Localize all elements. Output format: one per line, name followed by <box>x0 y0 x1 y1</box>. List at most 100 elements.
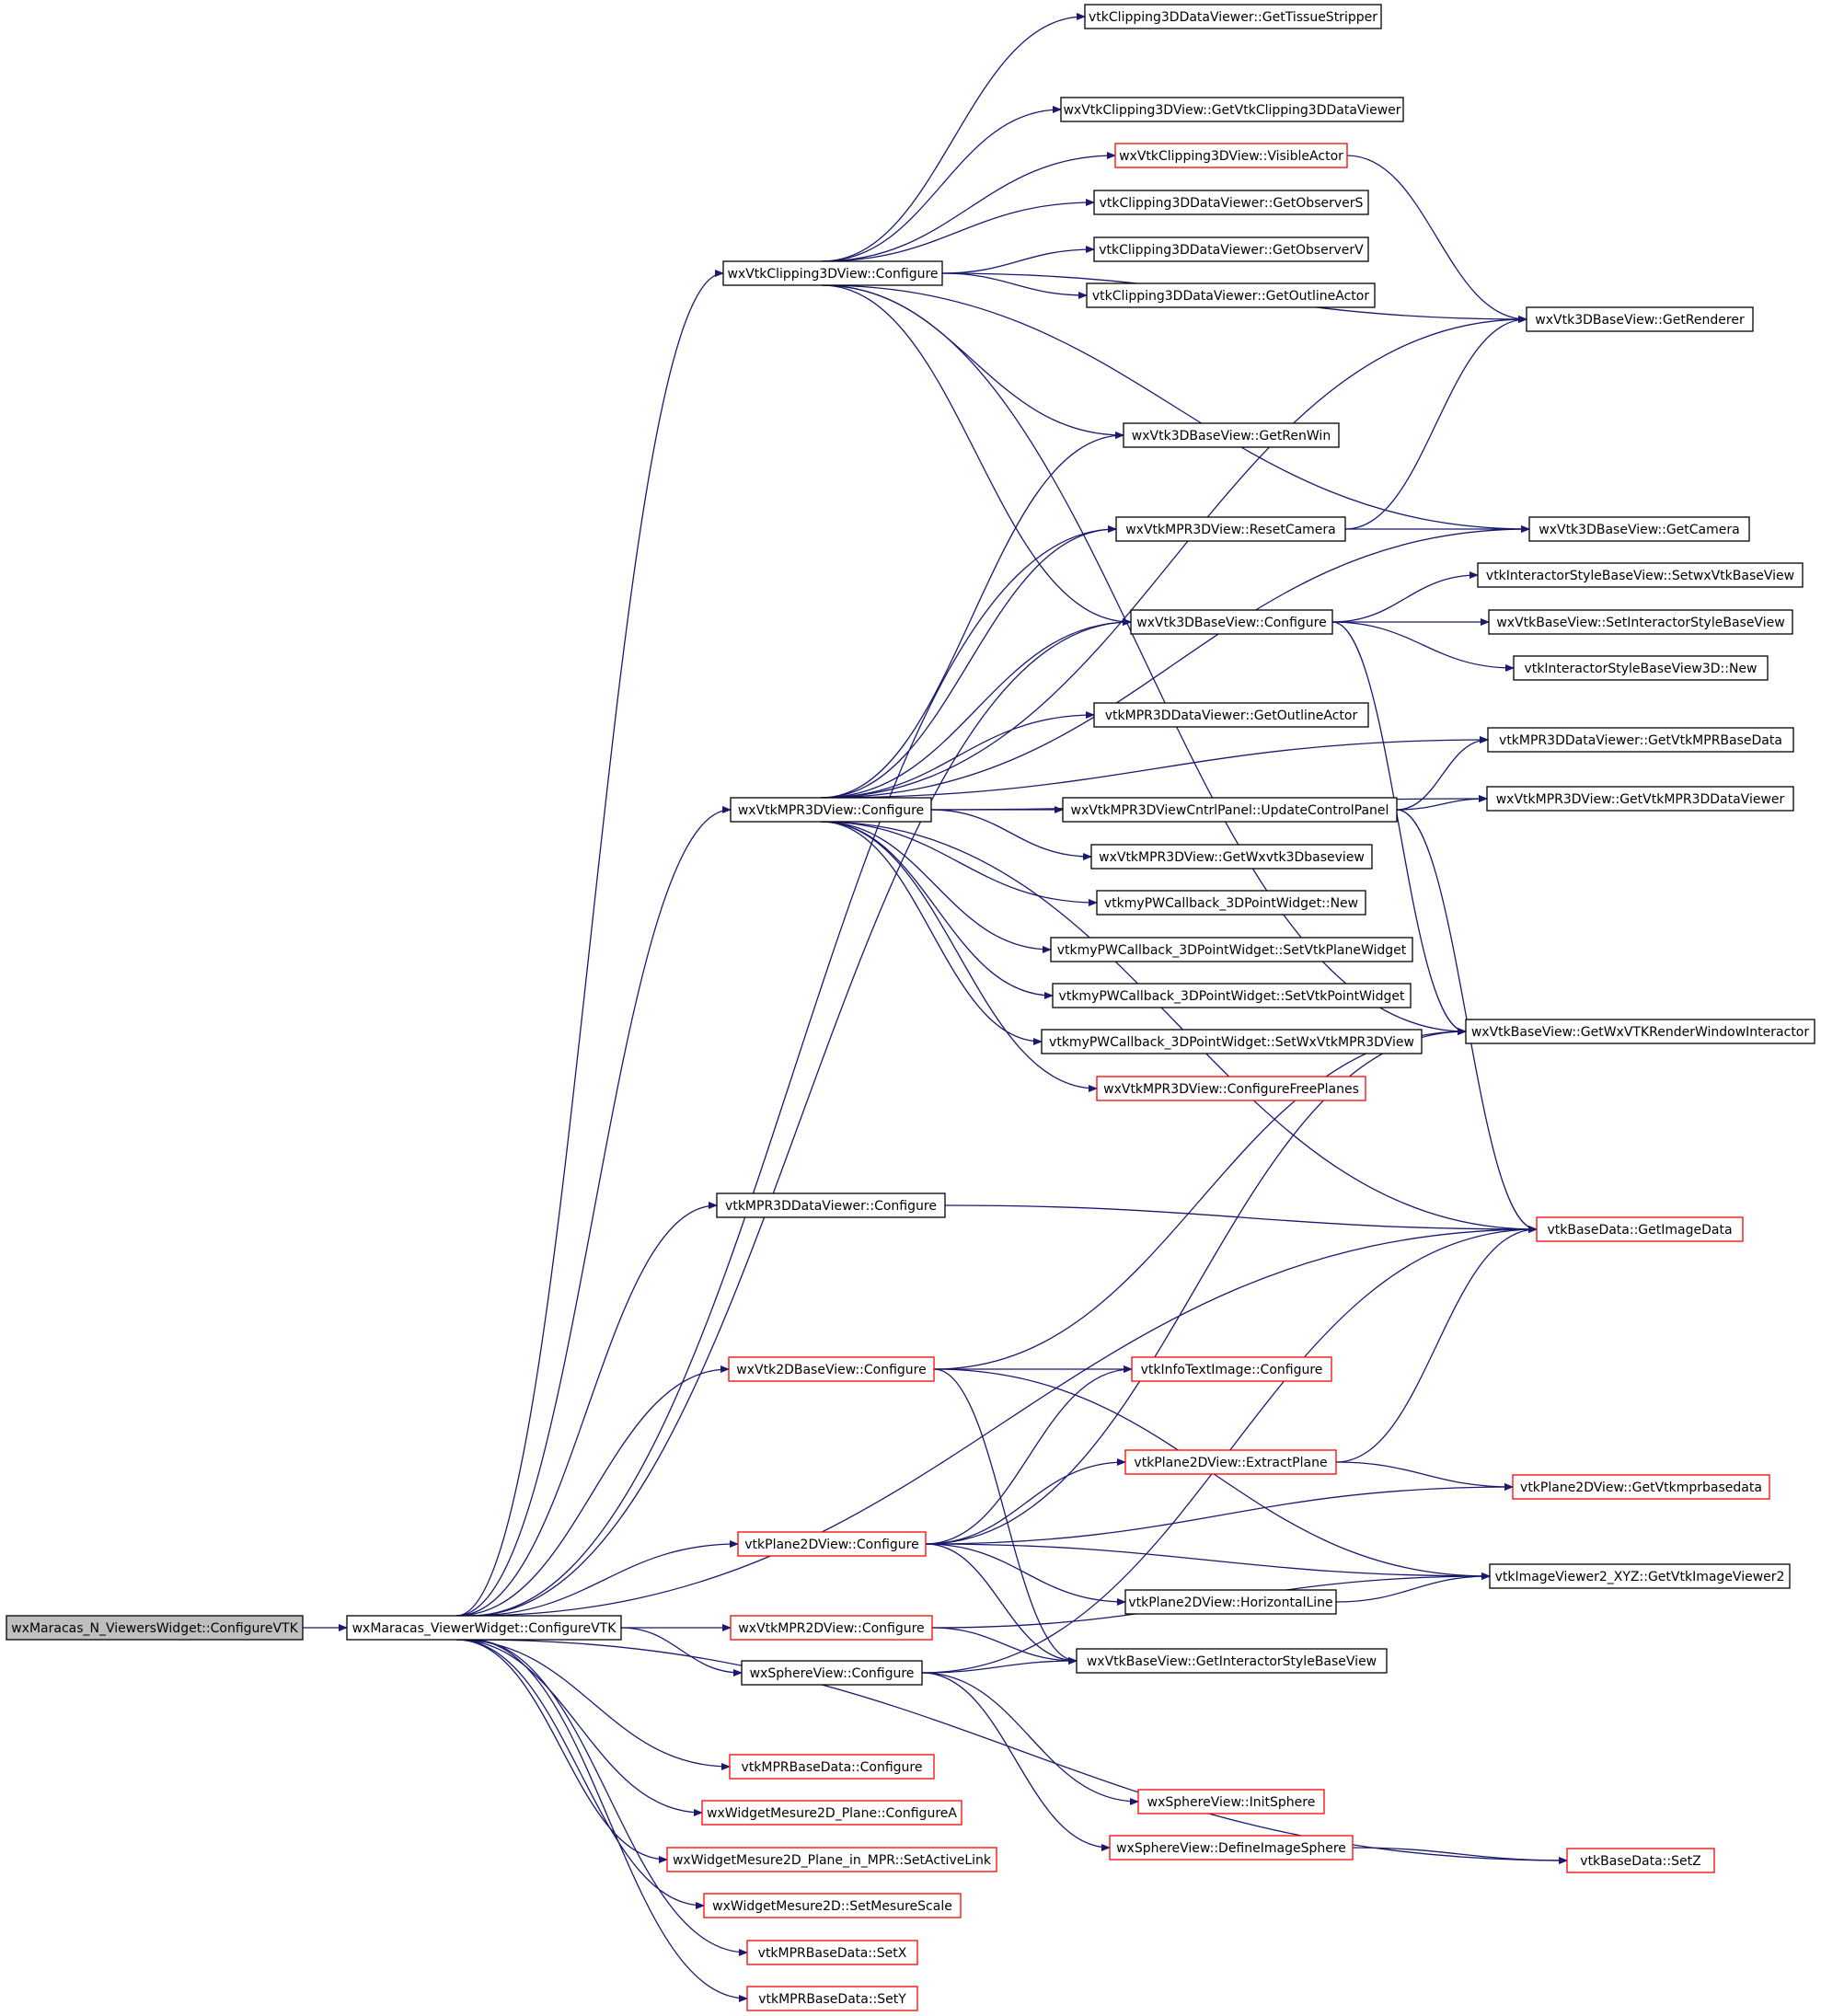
node-box[interactable] <box>746 1986 918 2011</box>
node-mpr2dcfg[interactable]: wxVtkMPR2DView::Configure <box>730 1615 933 1641</box>
node-box[interactable] <box>1124 1449 1337 1475</box>
node-box[interactable] <box>1093 702 1369 728</box>
node-infotext[interactable]: vtkInfoTextImage::Configure <box>1131 1356 1332 1382</box>
node-box[interactable] <box>6 1615 304 1641</box>
node-visact[interactable]: wxVtkClipping3DView::VisibleActor <box>1114 143 1348 168</box>
node-box[interactable] <box>1486 786 1794 812</box>
node-box[interactable] <box>1114 143 1348 168</box>
node-box[interactable] <box>1093 236 1369 262</box>
node-mprout[interactable]: vtkMPR3DDataViewer::GetOutlineActor <box>1093 702 1369 728</box>
node-confA[interactable]: wxWidgetMesure2D_Plane::ConfigureA <box>701 1800 962 1826</box>
node-activelink[interactable]: wxWidgetMesure2D_Plane_in_MPR::SetActive… <box>666 1847 997 1872</box>
node-reset[interactable]: wxVtkMPR3DView::ResetCamera <box>1115 516 1346 542</box>
node-box[interactable] <box>1093 190 1369 215</box>
node-box[interactable] <box>737 1531 927 1557</box>
node-pwpoint[interactable]: vtkmyPWCallback_3DPointWidget::SetVtkPoi… <box>1052 983 1412 1008</box>
node-box[interactable] <box>1131 1356 1332 1382</box>
node-pwmpr[interactable]: vtkmyPWCallback_3DPointWidget::SetWxVtkM… <box>1041 1029 1423 1054</box>
node-box[interactable] <box>1096 890 1366 916</box>
node-box[interactable] <box>1050 937 1413 962</box>
node-box[interactable] <box>1566 1848 1715 1873</box>
node-pwnew[interactable]: vtkmyPWCallback_3DPointWidget::New <box>1096 890 1366 916</box>
node-box[interactable] <box>1115 516 1346 542</box>
node-setx[interactable]: vtkMPRBaseData::SetX <box>746 1940 918 1965</box>
node-tissue[interactable]: vtkClipping3DDataViewer::GetTissueStripp… <box>1084 4 1382 29</box>
node-box[interactable] <box>703 1893 962 1918</box>
node-box[interactable] <box>666 1847 997 1872</box>
node-getistyle[interactable]: wxVtkBaseView::GetInteractorStyleBaseVie… <box>1076 1648 1388 1674</box>
node-box[interactable] <box>1489 1563 1791 1589</box>
node-box[interactable] <box>1041 1029 1423 1054</box>
node-hline[interactable]: vtkPlane2DView::HorizontalLine <box>1124 1589 1337 1615</box>
node-b3dcfg[interactable]: wxVtk3DBaseView::Configure <box>1130 609 1333 635</box>
node-box[interactable] <box>1512 1474 1770 1500</box>
node-root[interactable]: wxMaracas_N_ViewersWidget::ConfigureVTK <box>6 1615 304 1641</box>
node-setwx[interactable]: vtkInteractorStyleBaseView::SetwxVtkBase… <box>1477 562 1804 588</box>
node-box[interactable] <box>1062 797 1398 823</box>
node-mprdvcfg[interactable]: vtkMPR3DDataViewer::Configure <box>716 1192 946 1218</box>
node-box[interactable] <box>1109 1835 1354 1860</box>
node-sphcfg[interactable]: wxSphereView::Configure <box>741 1660 923 1686</box>
node-box[interactable] <box>346 1615 622 1641</box>
node-box[interactable] <box>1084 4 1382 29</box>
node-getclipdv[interactable]: wxVtkClipping3DView::GetVtkClipping3DDat… <box>1060 97 1404 122</box>
node-box[interactable] <box>730 1615 933 1641</box>
node-box[interactable] <box>1137 1789 1325 1814</box>
node-box[interactable] <box>722 260 943 286</box>
node-mprbasecfg[interactable]: vtkMPRBaseData::Configure <box>729 1754 935 1780</box>
node-box[interactable] <box>1123 422 1340 448</box>
node-box[interactable] <box>1536 1216 1744 1242</box>
node-b2dcfg[interactable]: wxVtk2DBaseView::Configure <box>728 1356 935 1382</box>
node-outline[interactable]: vtkClipping3DDataViewer::GetOutlineActor <box>1086 282 1376 308</box>
node-box[interactable] <box>1086 282 1376 308</box>
node-camera[interactable]: wxVtk3DBaseView::GetCamera <box>1528 516 1750 542</box>
node-box[interactable] <box>701 1800 962 1826</box>
node-box[interactable] <box>1060 97 1404 122</box>
node-mvw[interactable]: wxMaracas_ViewerWidget::ConfigureVTK <box>346 1615 622 1641</box>
node-box[interactable] <box>1052 983 1412 1008</box>
node-box[interactable] <box>1076 1648 1388 1674</box>
node-box[interactable] <box>1528 516 1750 542</box>
node-freeplanes[interactable]: wxVtkMPR3DView::ConfigureFreePlanes <box>1096 1076 1366 1101</box>
node-sety[interactable]: vtkMPRBaseData::SetY <box>746 1986 918 2011</box>
node-pwplane[interactable]: vtkmyPWCallback_3DPointWidget::SetVtkPla… <box>1050 937 1413 962</box>
node-messcale[interactable]: wxWidgetMesure2D::SetMesureScale <box>703 1893 962 1918</box>
node-renwin[interactable]: wxVtk3DBaseView::GetRenWin <box>1123 422 1340 448</box>
node-obss[interactable]: vtkClipping3DDataViewer::GetObserverS <box>1093 190 1369 215</box>
node-updpanel[interactable]: wxVtkMPR3DViewCntrlPanel::UpdateControlP… <box>1062 797 1398 823</box>
node-box[interactable] <box>1130 609 1333 635</box>
node-mpr3dcfg[interactable]: wxVtkMPR3DView::Configure <box>730 797 932 823</box>
node-box[interactable] <box>730 797 932 823</box>
node-imgviewer[interactable]: vtkImageViewer2_XYZ::GetVtkImageViewer2 <box>1489 1563 1791 1589</box>
node-getwxvtk3d[interactable]: wxVtkMPR3DView::GetWxvtk3Dbaseview <box>1090 844 1373 870</box>
node-setz[interactable]: vtkBaseData::SetZ <box>1566 1848 1715 1873</box>
node-getmprbase[interactable]: vtkMPR3DDataViewer::GetVtkMPRBaseData <box>1487 727 1794 753</box>
node-box[interactable] <box>1124 1589 1337 1615</box>
node-getvtkmpr[interactable]: vtkPlane2DView::GetVtkmprbasedata <box>1512 1474 1770 1500</box>
node-box[interactable] <box>716 1192 946 1218</box>
node-box[interactable] <box>1090 844 1373 870</box>
node-box[interactable] <box>1488 609 1793 635</box>
node-box[interactable] <box>1487 727 1794 753</box>
node-imgdata[interactable]: vtkBaseData::GetImageData <box>1536 1216 1744 1242</box>
node-box[interactable] <box>729 1754 935 1780</box>
node-getmpr3ddv[interactable]: wxVtkMPR3DView::GetVtkMPR3DDataViewer <box>1486 786 1794 812</box>
node-isnew[interactable]: vtkInteractorStyleBaseView3D::New <box>1513 655 1769 681</box>
node-extract[interactable]: vtkPlane2DView::ExtractPlane <box>1124 1449 1337 1475</box>
node-renderer[interactable]: wxVtk3DBaseView::GetRenderer <box>1526 306 1754 332</box>
node-box[interactable] <box>728 1356 935 1382</box>
node-box[interactable] <box>741 1660 923 1686</box>
node-defsph[interactable]: wxSphereView::DefineImageSphere <box>1109 1835 1354 1860</box>
node-box[interactable] <box>1526 306 1754 332</box>
node-box[interactable] <box>746 1940 918 1965</box>
node-clipcfg[interactable]: wxVtkClipping3DView::Configure <box>722 260 943 286</box>
node-obsv[interactable]: vtkClipping3DDataViewer::GetObserverV <box>1093 236 1369 262</box>
node-box[interactable] <box>1513 655 1769 681</box>
node-box[interactable] <box>1465 1019 1815 1044</box>
node-initsph[interactable]: wxSphereView::InitSphere <box>1137 1789 1325 1814</box>
node-box[interactable] <box>1477 562 1804 588</box>
node-p2dcfg[interactable]: vtkPlane2DView::Configure <box>737 1531 927 1557</box>
node-rwi[interactable]: wxVtkBaseView::GetWxVTKRenderWindowInter… <box>1465 1019 1815 1044</box>
node-box[interactable] <box>1096 1076 1366 1101</box>
node-setistyle[interactable]: wxVtkBaseView::SetInteractorStyleBaseVie… <box>1488 609 1793 635</box>
